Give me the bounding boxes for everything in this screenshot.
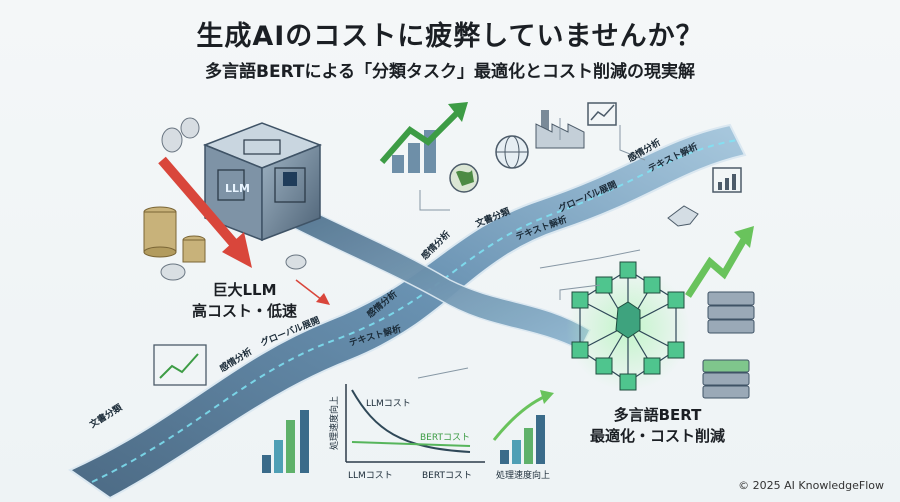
page-subtitle: 多言語BERTによる「分類タスク」最適化とコスト削減の現実解	[205, 62, 695, 82]
llm-caption-line1: 巨大LLM	[212, 281, 277, 299]
cost-down-arrow	[158, 156, 330, 305]
growth-chart-top	[379, 102, 468, 173]
bert-caption-line2: 最適化・コスト削減	[590, 427, 726, 445]
page-title: 生成AIのコストに疲弊していませんか？	[196, 21, 704, 52]
bert-network	[566, 261, 690, 391]
globe-green-icon	[449, 163, 479, 193]
bert-caption: 多言語BERT 最適化・コスト削減	[590, 405, 725, 447]
cost-chart	[345, 384, 485, 463]
main-road	[67, 123, 747, 500]
chart-y-label: 処理速度向上	[328, 396, 340, 450]
coin-stacks	[143, 117, 307, 281]
llm-cube: LLM	[202, 122, 323, 242]
chart-bert-curve-label: BERTコスト	[420, 433, 470, 443]
connector-lines	[419, 118, 646, 300]
bert-caption-line1: 多言語BERT	[613, 406, 702, 424]
bars-left	[262, 410, 309, 473]
llm-caption-line2: 高コスト・低速	[192, 302, 298, 320]
speed-bars	[417, 367, 554, 464]
chart-x-right: BERTコスト	[422, 471, 472, 481]
chart-bars-label: 処理速度向上	[496, 469, 550, 481]
copyright: © 2025 AI KnowledgeFlow	[738, 479, 884, 492]
chart-llm-curve-label: LLMコスト	[366, 399, 411, 409]
globe-icon	[495, 135, 529, 169]
bar-chart-icon	[587, 102, 617, 126]
trend-icon-right	[712, 167, 742, 193]
trend-card-left	[153, 344, 207, 386]
growth-arrow-right	[685, 226, 754, 298]
llm-caption: 巨大LLM 高コスト・低速	[192, 280, 297, 322]
handshake-icon	[667, 205, 699, 227]
road-label-doc-1: 文書分類	[86, 401, 125, 431]
chart-x-left: LLMコスト	[348, 471, 393, 481]
cube-label: LLM	[225, 182, 250, 195]
server-stacks	[702, 291, 755, 399]
